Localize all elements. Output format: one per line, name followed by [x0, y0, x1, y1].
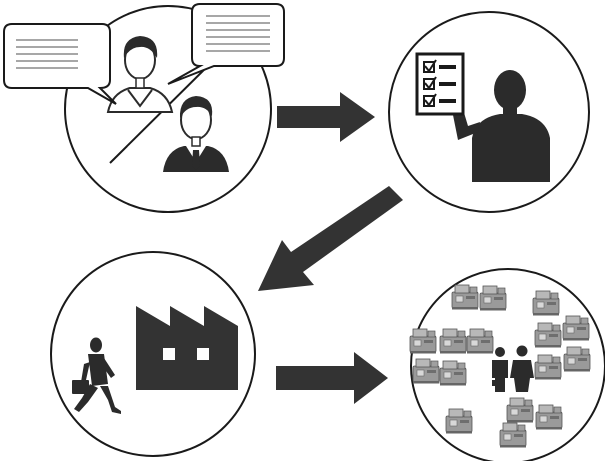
step-machine-inspection — [409, 268, 605, 461]
speech-bubble-icon — [3, 23, 117, 105]
step-checklist-review — [388, 11, 590, 213]
flow-arrow-down-left — [258, 186, 403, 291]
walking-businessman-icon — [72, 337, 121, 414]
businessman-avatar-icon — [163, 96, 229, 172]
woman-avatar-icon — [106, 36, 174, 113]
step-factory-visit — [50, 251, 256, 457]
factory-icon — [136, 306, 238, 390]
flow-arrow-right — [277, 92, 375, 142]
speech-bubble-icon — [167, 3, 285, 85]
flow-arrow-right — [276, 352, 388, 404]
two-people-icon — [492, 345, 534, 392]
checklist-icon — [415, 52, 465, 116]
step-consultation — [3, 3, 285, 213]
